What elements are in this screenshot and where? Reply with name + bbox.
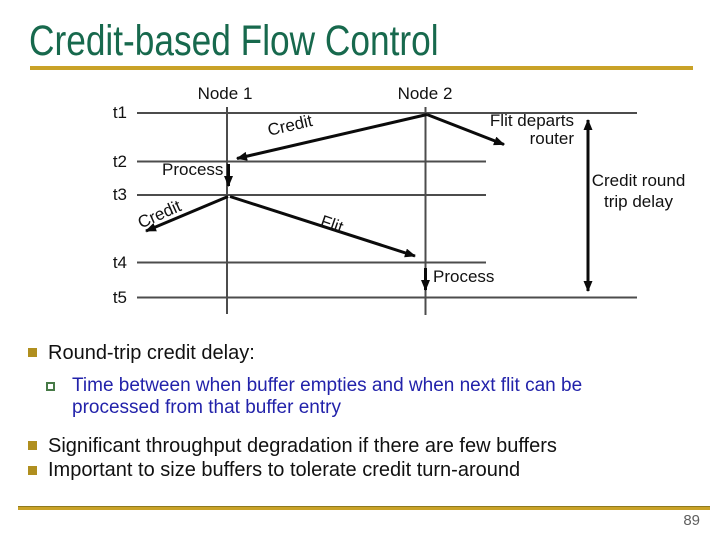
sub-bullet-line1: Time between when buffer empties and whe… <box>72 375 583 396</box>
page-number: 89 <box>683 512 700 529</box>
bullet-item: Important to size buffers to tolerate cr… <box>48 459 521 481</box>
flit-departs-line1: Flit departs <box>489 111 574 130</box>
bullet-square-icon <box>28 348 37 357</box>
flit-departs-label: Flit departs router <box>474 112 574 148</box>
credit-round-trip-line1: Credit round <box>591 171 686 190</box>
bullet-item: Significant throughput degradation if th… <box>48 435 557 457</box>
process-node2-label: Process <box>433 267 495 286</box>
credit-return-arrow <box>145 195 229 233</box>
bullet-square-icon <box>28 441 37 450</box>
credit-round-trip-label: Credit round trip delay <box>589 170 688 212</box>
flit-arrow-node1-to-node2 <box>229 195 416 258</box>
flit-departs-line2: router <box>529 129 574 148</box>
timeline-label-t1: t1 <box>112 103 127 122</box>
timeline-label-t3: t3 <box>112 185 127 204</box>
footer-rule <box>18 506 710 510</box>
bullet-item: Round-trip credit delay: <box>48 342 255 364</box>
credit-arrow-node2-to-node1 <box>236 113 428 161</box>
node2-label: Node 2 <box>397 84 453 103</box>
timing-diagram-canvas <box>137 107 637 315</box>
timeline-label-t5: t5 <box>112 288 127 307</box>
title-underline <box>30 66 693 70</box>
process-node1-label: Process <box>162 160 224 179</box>
sub-bullet-item: Time between when buffer empties and whe… <box>72 375 582 419</box>
bullet-square-icon <box>28 466 37 475</box>
node1-label: Node 1 <box>197 84 253 103</box>
sub-bullet-square-icon <box>46 382 55 391</box>
sub-bullet-line2: processed from that buffer entry <box>72 397 341 418</box>
flit-departs-arrow <box>426 113 505 146</box>
page-title: Credit-based Flow Control <box>29 17 439 65</box>
timeline-label-t4: t4 <box>112 253 127 272</box>
credit-round-trip-line2: trip delay <box>604 192 673 211</box>
timeline-label-t2: t2 <box>112 152 127 171</box>
